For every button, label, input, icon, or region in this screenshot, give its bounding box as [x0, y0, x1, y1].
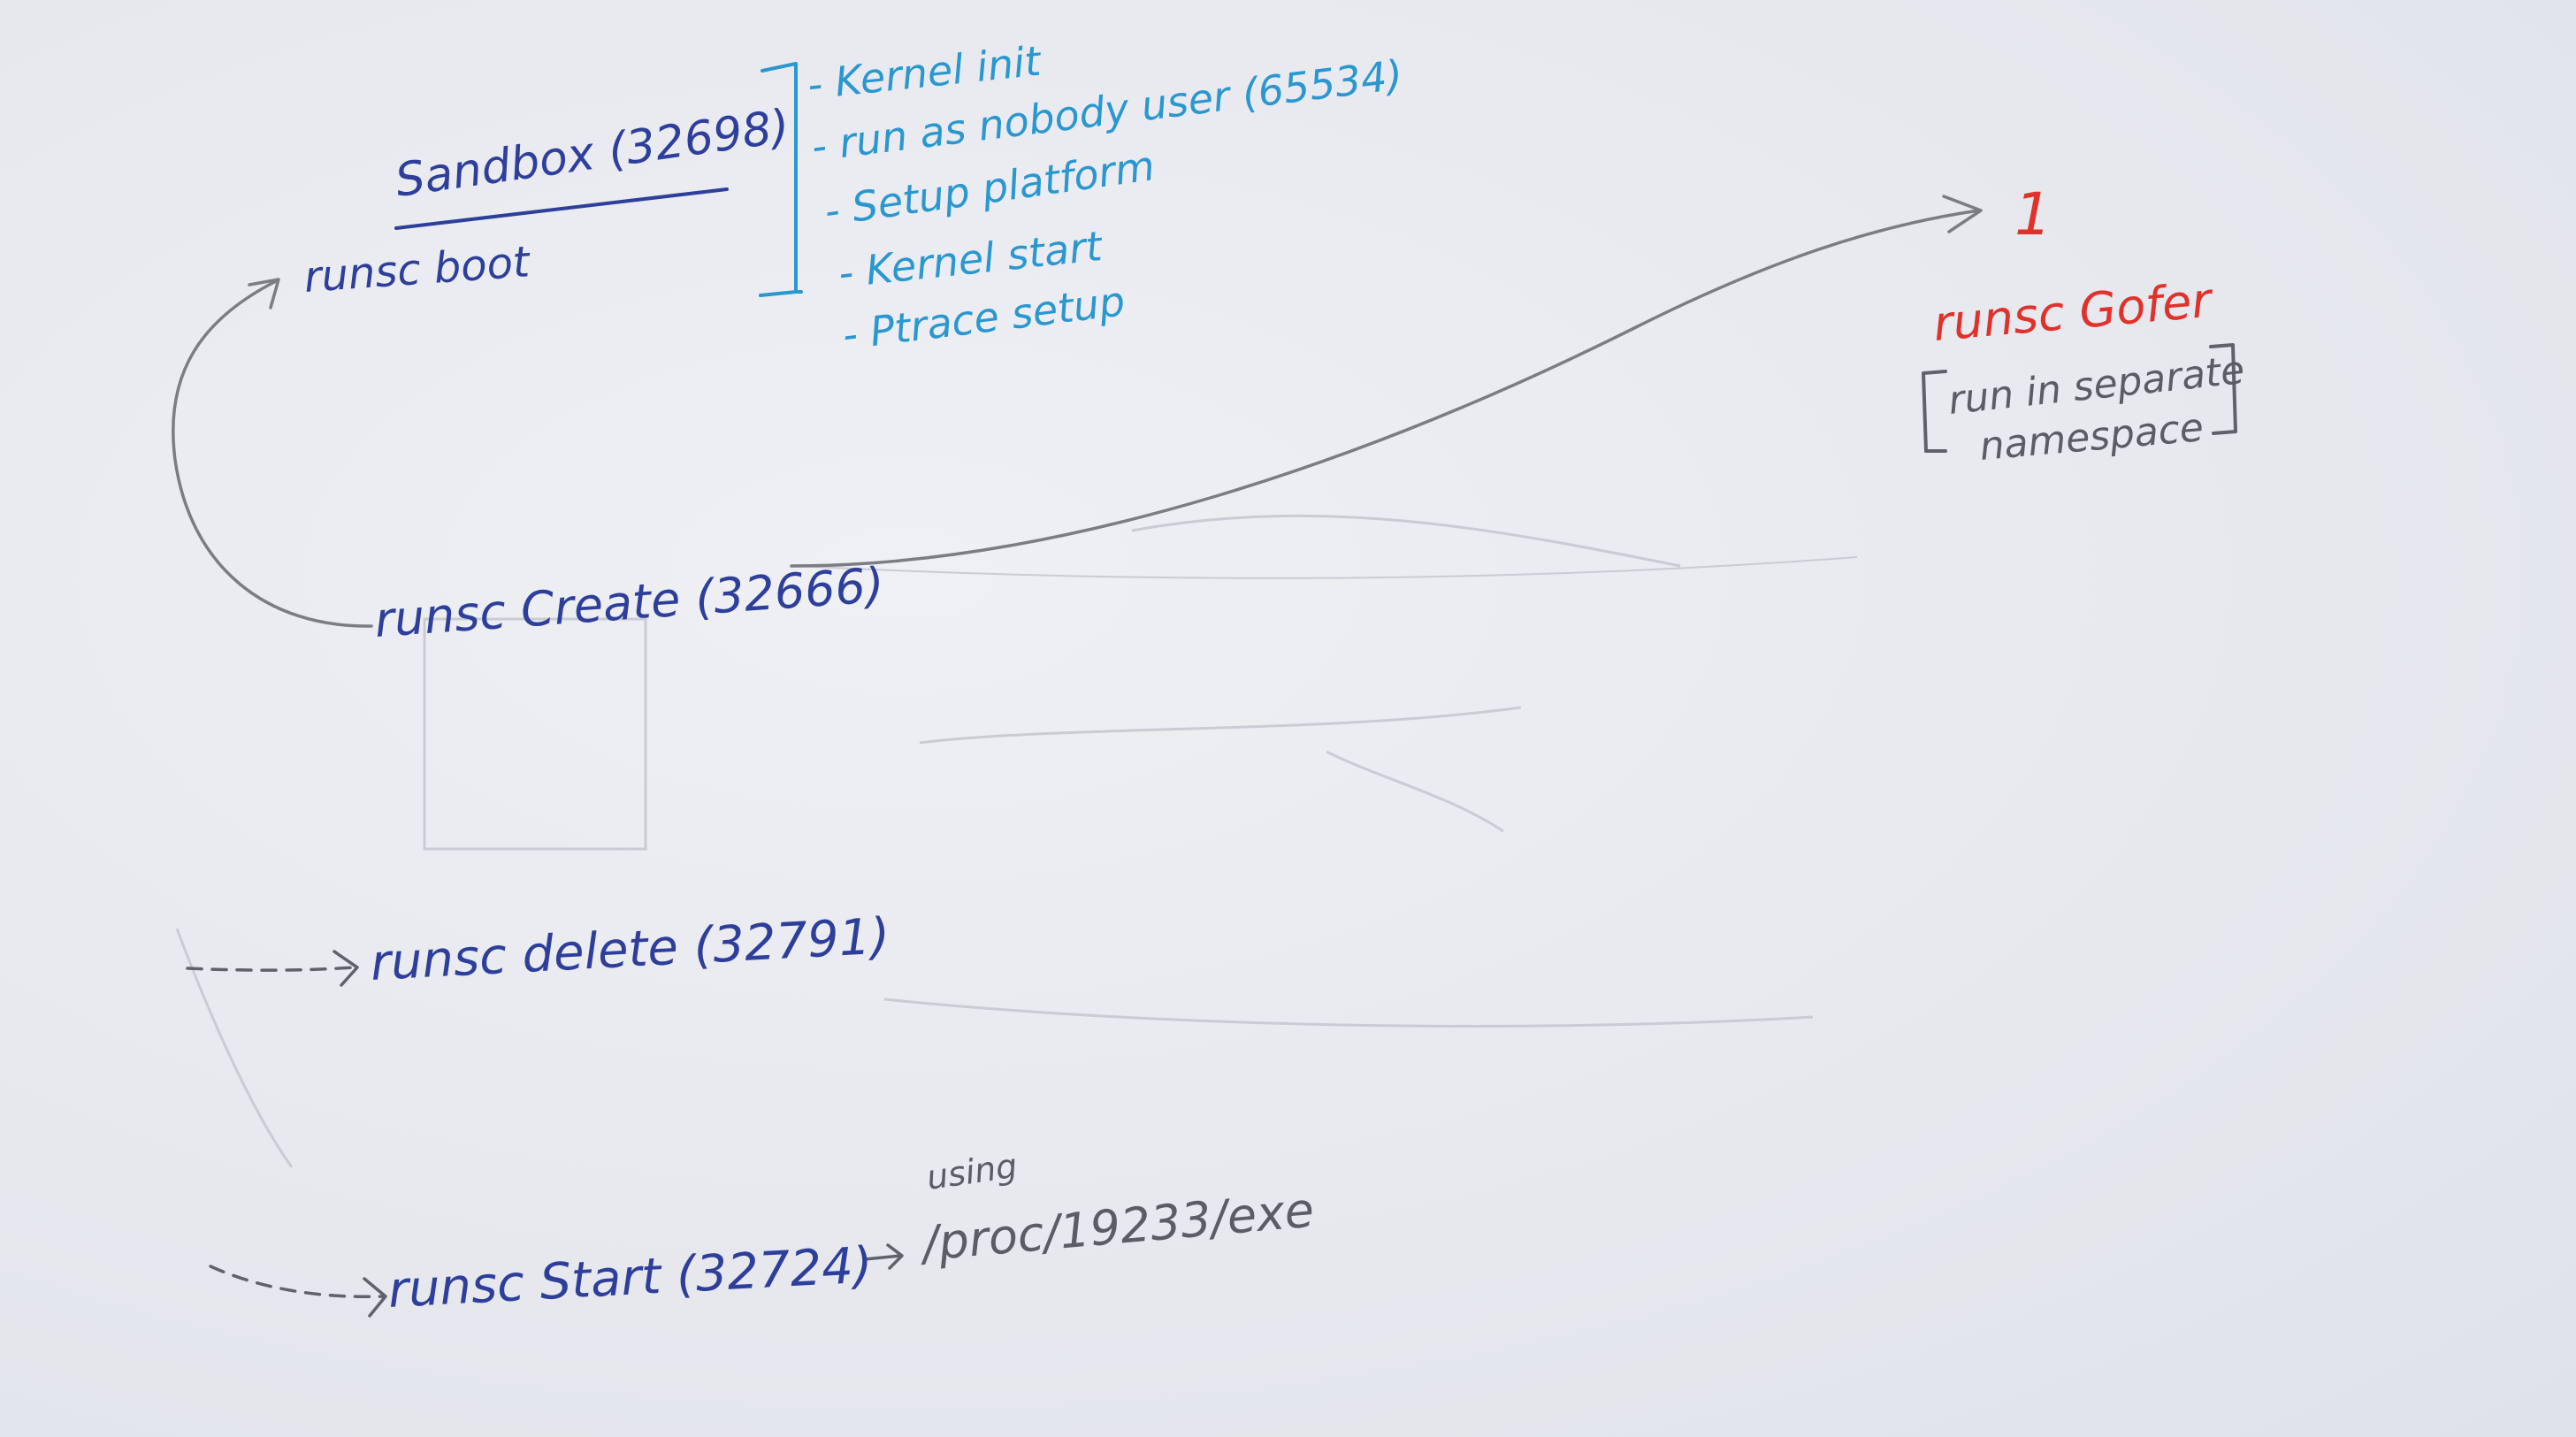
gofer-pid: 1	[2014, 180, 2052, 248]
start-to-exe-arrowhead	[886, 1243, 904, 1270]
boot-steps-block: - Kernel init- run as nobody user (65534…	[759, 36, 1406, 359]
runsc-boot-label: runsc boot	[302, 237, 533, 302]
delete-dashed-arrowhead	[333, 950, 359, 987]
proc-exe-path: /proc/19233/exe	[917, 1181, 1317, 1272]
create-to-boot-arrow	[172, 279, 373, 628]
gofer-name: runsc Gofer	[1931, 271, 2216, 351]
runsc-create-label: runsc Create (32666)	[373, 557, 886, 648]
runsc-start-label: runsc Start (32724)	[386, 1236, 874, 1319]
create-to-gofer-arrowhead	[1942, 195, 1983, 233]
using-label: using	[924, 1146, 1020, 1197]
create-to-boot-arrowhead	[248, 278, 280, 310]
start-dashed-arrowhead	[363, 1277, 387, 1318]
sandbox-title: Sandbox (32698)	[392, 100, 792, 208]
sandbox-block: Sandbox (32698) runsc boot	[302, 100, 792, 302]
gofer-note-left-bracket	[1922, 370, 1947, 453]
start-block: runsc Start (32724) using /proc/19233/ex…	[386, 1146, 1316, 1319]
paper-ghost-marks	[175, 514, 1858, 1168]
boot-steps-list: - Kernel init- run as nobody user (65534…	[806, 36, 1406, 359]
gofer-block: 1 runsc Gofer run in separate namespace	[1922, 180, 2247, 470]
gofer-note-right-bracket	[2209, 343, 2237, 435]
start-dashed-arrow	[209, 1265, 384, 1299]
sandbox-title-underline	[394, 187, 729, 230]
runsc-delete-label: runsc delete (32791)	[369, 907, 891, 992]
boot-steps-bracket	[759, 62, 803, 297]
create-to-gofer-arrow	[790, 209, 1981, 568]
start-to-exe-arrow	[863, 1254, 902, 1261]
arrows	[172, 195, 1983, 1318]
delete-dashed-arrow	[186, 966, 355, 972]
